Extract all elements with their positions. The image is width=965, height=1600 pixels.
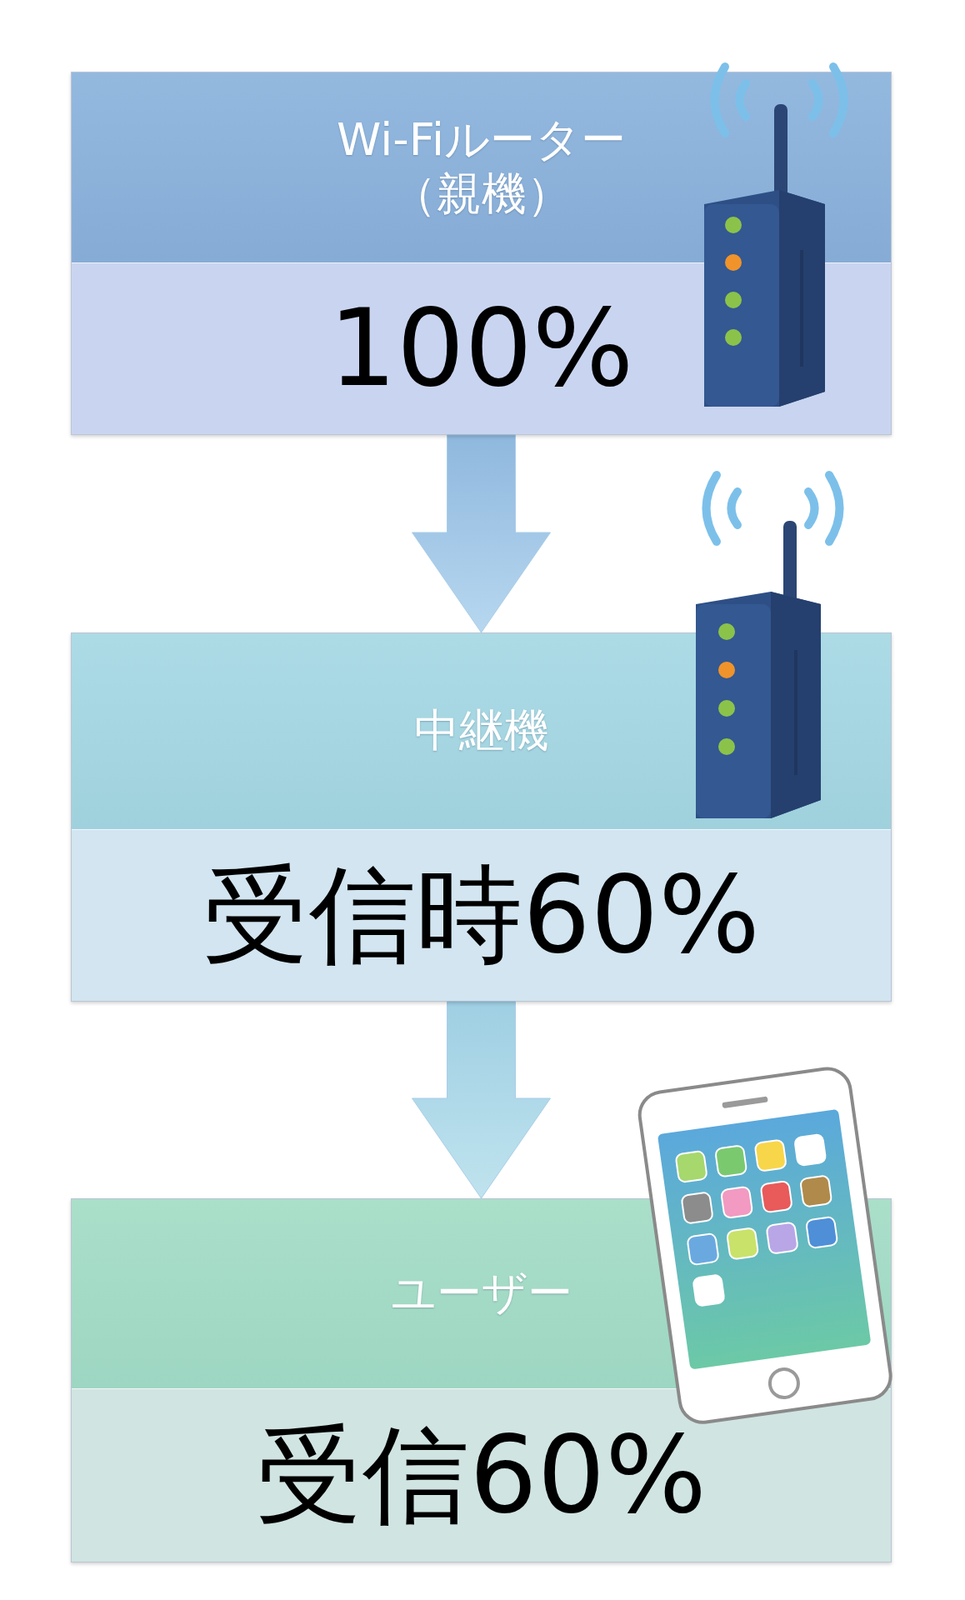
signal-value: 100% (329, 290, 635, 408)
smartphone-icon (636, 1065, 894, 1426)
router-icon (704, 66, 845, 407)
panel-value-band: 100% (71, 262, 891, 435)
stage-panel: 中継機受信時60% (70, 632, 892, 1002)
signal-value: 受信60% (255, 1416, 707, 1535)
stage-panel: Wi-Fiルーター （親機） 100% (70, 71, 892, 435)
panel-header-band: 中継機 (71, 633, 891, 830)
panel-header-band: ユーザー (71, 1199, 891, 1389)
panel-value-band: 受信時60% (71, 829, 891, 1001)
repeater-icon (695, 475, 840, 819)
stage-panel: ユーザー受信60% (70, 1198, 892, 1563)
user-heading: ユーザー (390, 1266, 573, 1321)
flow-arrow (412, 1001, 551, 1199)
repeater-heading: 中継機 (414, 704, 550, 759)
panel-value-band: 受信60% (71, 1388, 891, 1562)
signal-value: 受信時60% (202, 856, 760, 975)
router-heading: Wi-Fiルーター （親機） (323, 113, 640, 222)
flow-arrow (412, 435, 551, 633)
panel-header-band: Wi-Fiルーター （親機） (71, 72, 891, 263)
